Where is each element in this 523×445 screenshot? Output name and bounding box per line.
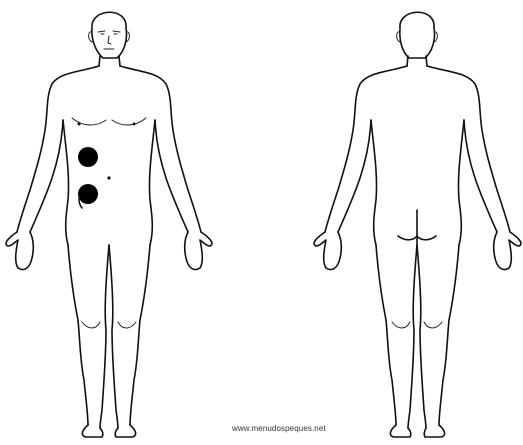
front-body-figure: [6, 12, 212, 437]
front-head: [92, 12, 127, 58]
back-left-hand: [314, 232, 341, 270]
front-feet: [82, 425, 135, 437]
front-left-hand: [6, 232, 33, 270]
marker-upper: [78, 147, 98, 167]
front-torso-outline: [17, 66, 201, 232]
back-feet: [390, 425, 444, 437]
back-body-figure: [314, 12, 521, 437]
front-right-hand: [185, 232, 212, 270]
watermark-text: www.menudospeques.net: [232, 424, 326, 433]
back-head: [400, 12, 435, 58]
back-right-hand: [494, 232, 521, 270]
marker-lower: [78, 184, 98, 204]
